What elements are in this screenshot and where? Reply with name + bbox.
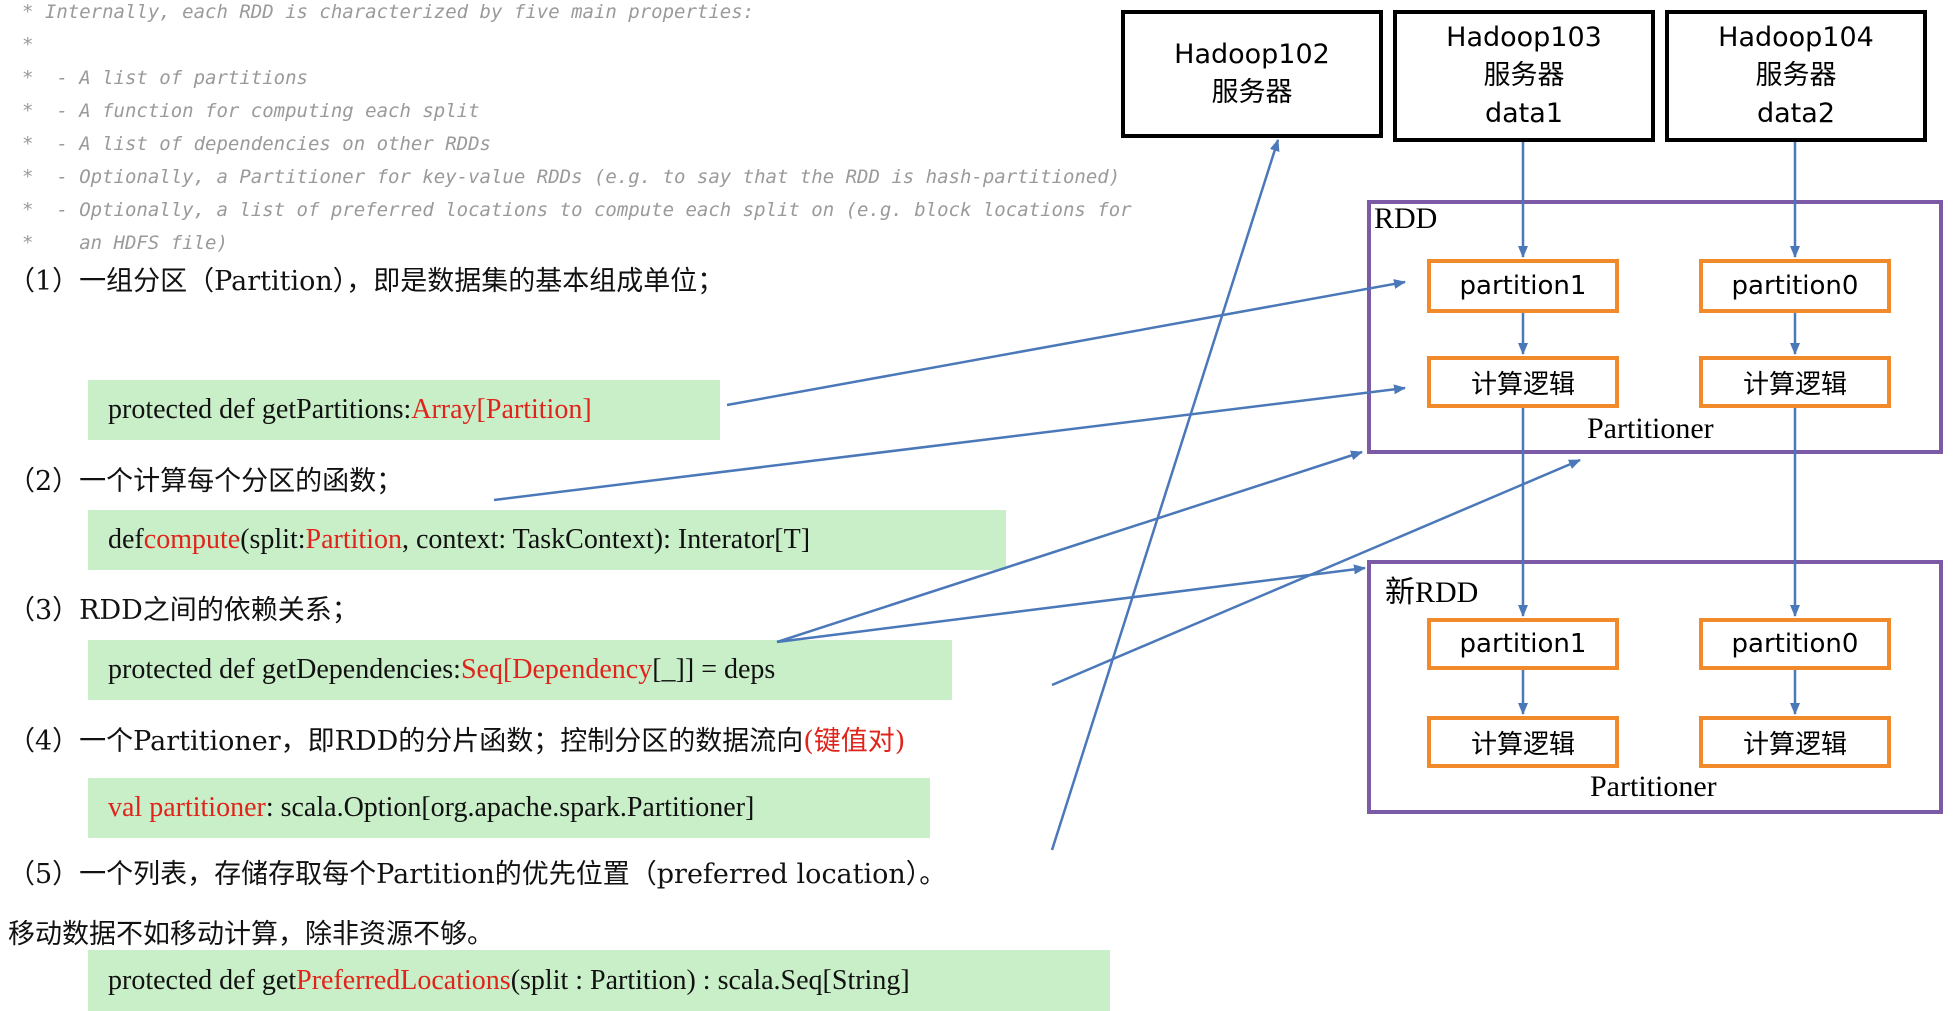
server-name: Hadoop104: [1718, 22, 1874, 53]
arrow-preferred-to-hadoop102: [1050, 139, 1280, 851]
code-text: protected def getDependencies:: [108, 654, 461, 685]
new-rdd-partition-1: partition1: [1427, 618, 1619, 670]
comment-line: * - A list of dependencies on other RDDs: [22, 133, 491, 155]
new-rdd-label: 新RDD: [1385, 576, 1479, 609]
comment-line: *: [22, 34, 34, 56]
server-hadoop102: Hadoop102 服务器: [1121, 10, 1383, 138]
code-highlight: val partitioner: [108, 792, 266, 823]
server-name: Hadoop102: [1174, 39, 1330, 70]
new-rdd-logic-1: 计算逻辑: [1427, 716, 1619, 768]
property-4-code: val partitioner : scala.Option[org.apach…: [88, 778, 930, 838]
property-1-code: protected def getPartitions:Array[Partit…: [88, 380, 720, 440]
property-1-heading: （1）一组分区（Partition），即是数据集的基本组成单位；: [8, 266, 725, 297]
rdd-label: RDD: [1374, 202, 1438, 235]
code-highlight: compute: [143, 524, 241, 555]
code-highlight: Array[Partition]: [411, 394, 592, 425]
property-5-heading: （5）一个列表，存储存取每个Partition的优先位置（preferred l…: [8, 859, 947, 890]
code-text: : scala.Option[org.apache.spark.Partitio…: [265, 792, 755, 823]
new-rdd-partitioner-label: Partitioner: [1590, 770, 1717, 803]
code-highlight: PreferredLocations: [296, 964, 511, 996]
server-desc: 服务器: [1483, 60, 1565, 91]
code-highlight: Partition: [305, 524, 402, 555]
code-text: [_]] = deps: [652, 654, 776, 685]
rdd-logic-1: 计算逻辑: [1427, 356, 1619, 408]
code-text: def: [108, 524, 144, 555]
server-name: Hadoop103: [1446, 22, 1602, 53]
comment-line: * - Optionally, a Partitioner for key-va…: [22, 166, 1121, 188]
arrow-dependencies-to-new-rdd: [776, 564, 1366, 644]
code-highlight: Seq[Dependency: [460, 654, 653, 685]
heading-highlight: (键值对): [803, 726, 906, 757]
comment-line: * an HDFS file): [22, 232, 228, 254]
code-text: protected def getPartitions:: [108, 394, 412, 425]
server-hadoop104: Hadoop104 服务器 data2: [1665, 10, 1927, 142]
comment-line: * Internally, each RDD is characterized …: [22, 1, 755, 23]
new-rdd-box: [1367, 560, 1943, 814]
rdd-partition-0: partition0: [1699, 259, 1891, 313]
arrow-getpartitions-to-partition1: [726, 279, 1406, 407]
property-4-heading: （4）一个Partitioner，即RDD的分片函数；控制分区的数据流向(键值对…: [8, 725, 905, 759]
code-text: (split:: [240, 524, 306, 555]
property-3-code: protected def getDependencies: Seq[Depen…: [88, 640, 952, 700]
server-hadoop103: Hadoop103 服务器 data1: [1393, 10, 1655, 142]
server-data: data2: [1757, 98, 1835, 129]
code-text: protected def get: [108, 964, 297, 996]
heading-text: （4）一个Partitioner，即RDD的分片函数；控制分区的数据流向: [8, 726, 804, 757]
new-rdd-partition-0: partition0: [1699, 618, 1891, 670]
server-data: data1: [1485, 98, 1563, 129]
server-desc: 服务器: [1755, 60, 1837, 91]
code-text: , context: TaskContext): Interator[T]: [401, 524, 811, 555]
comment-line: * - A function for computing each split: [22, 100, 480, 122]
comment-line: * - Optionally, a list of preferred loca…: [22, 199, 1132, 221]
server-desc: 服务器: [1211, 77, 1293, 108]
property-2-heading: （2）一个计算每个分区的函数；: [8, 466, 404, 497]
property-5-note: 移动数据不如移动计算，除非资源不够。: [8, 919, 494, 950]
rdd-logic-0: 计算逻辑: [1699, 356, 1891, 408]
rdd-partitioner-label: Partitioner: [1587, 412, 1714, 445]
property-2-code: def compute(split: Partition, context: T…: [88, 510, 1006, 570]
code-text: (split : Partition) : scala.Seq[String]: [510, 964, 910, 996]
comment-line: * - A list of partitions: [22, 67, 308, 89]
new-rdd-logic-0: 计算逻辑: [1699, 716, 1891, 768]
property-3-heading: （3）RDD之间的依赖关系；: [8, 595, 359, 626]
rdd-partition-1: partition1: [1427, 259, 1619, 313]
